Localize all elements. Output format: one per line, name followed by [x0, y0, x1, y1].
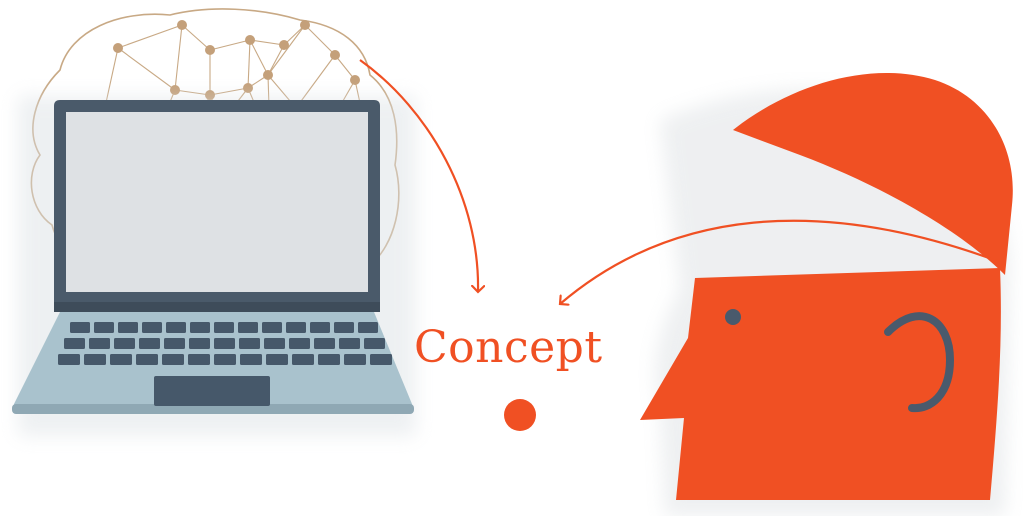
keyboard-key [166, 322, 186, 333]
brain-connection [209, 39, 251, 51]
keyboard-key [266, 354, 288, 365]
brain-connection [117, 24, 183, 49]
head-face [640, 268, 1001, 500]
keyboard-key [136, 354, 158, 365]
laptop-screen [66, 112, 368, 292]
laptop-hinge [54, 302, 380, 312]
brain-node [300, 20, 310, 30]
keyboard-key [262, 322, 282, 333]
keyboard-key [334, 322, 354, 333]
keyboard-key [162, 354, 184, 365]
keyboard-key [239, 338, 260, 349]
brain-connection [174, 24, 183, 91]
brain-connection [334, 54, 356, 81]
keyboard-key [240, 354, 262, 365]
brain-node [170, 85, 180, 95]
keyboard-key [189, 338, 210, 349]
keyboard-key [114, 338, 135, 349]
brain-connection [249, 39, 269, 76]
keyboard-key [238, 322, 258, 333]
keyboard-key [84, 354, 106, 365]
keyboard-key [94, 322, 114, 333]
brain-connection [209, 87, 249, 96]
keyboard-key [289, 338, 310, 349]
brain-connection [247, 39, 251, 89]
brain-node [205, 45, 215, 55]
arrow-laptop-to-concept [359, 59, 478, 292]
keyboard-key [139, 338, 160, 349]
keyboard-key [164, 338, 185, 349]
keyboard-key [292, 354, 314, 365]
keyboard-key [118, 322, 138, 333]
keyboard-key [310, 322, 330, 333]
brain-node [113, 43, 123, 53]
keyboard [58, 322, 392, 365]
brain-node [279, 40, 289, 50]
keyboard-key [190, 322, 210, 333]
keyboard-key [318, 354, 340, 365]
brain-node [243, 83, 253, 93]
brain-connection [174, 89, 211, 96]
keyboard-key [89, 338, 110, 349]
keyboard-key [110, 354, 132, 365]
keyboard-key [214, 354, 236, 365]
keyboard-key [214, 338, 235, 349]
brain-connection [267, 24, 306, 76]
head-top-flap [733, 73, 1013, 275]
keyboard-key [188, 354, 210, 365]
human-head-icon [640, 73, 1013, 516]
brain-connection [249, 39, 285, 46]
concept-label: Concept [414, 322, 603, 373]
keyboard-key [64, 338, 85, 349]
brain-node [330, 50, 340, 60]
keyboard-key [370, 354, 392, 365]
keyboard-key [264, 338, 285, 349]
laptop-icon [12, 96, 416, 436]
keyboard-key [142, 322, 162, 333]
brain-connection [181, 24, 211, 51]
head-ear [884, 312, 955, 413]
brain-node [350, 75, 360, 85]
brain-node [245, 35, 255, 45]
keyboard-key [314, 338, 335, 349]
brain-connection [117, 47, 176, 91]
arrow-head-to-concept [560, 219, 1001, 304]
keyboard-key [364, 338, 385, 349]
trackpad [154, 376, 270, 406]
brain-connection [267, 44, 285, 76]
laptop-base [13, 312, 413, 412]
keyboard-key [286, 322, 306, 333]
head-eye [725, 309, 741, 325]
keyboard-key [339, 338, 360, 349]
brain-node [263, 70, 273, 80]
keyboard-key [214, 322, 234, 333]
brain-connection [304, 24, 336, 56]
keyboard-key [58, 354, 80, 365]
concept-dot [504, 399, 536, 431]
brain-node [177, 20, 187, 30]
keyboard-key [70, 322, 90, 333]
keyboard-key [358, 322, 378, 333]
keyboard-key [344, 354, 366, 365]
laptop-base-edge [12, 404, 414, 414]
